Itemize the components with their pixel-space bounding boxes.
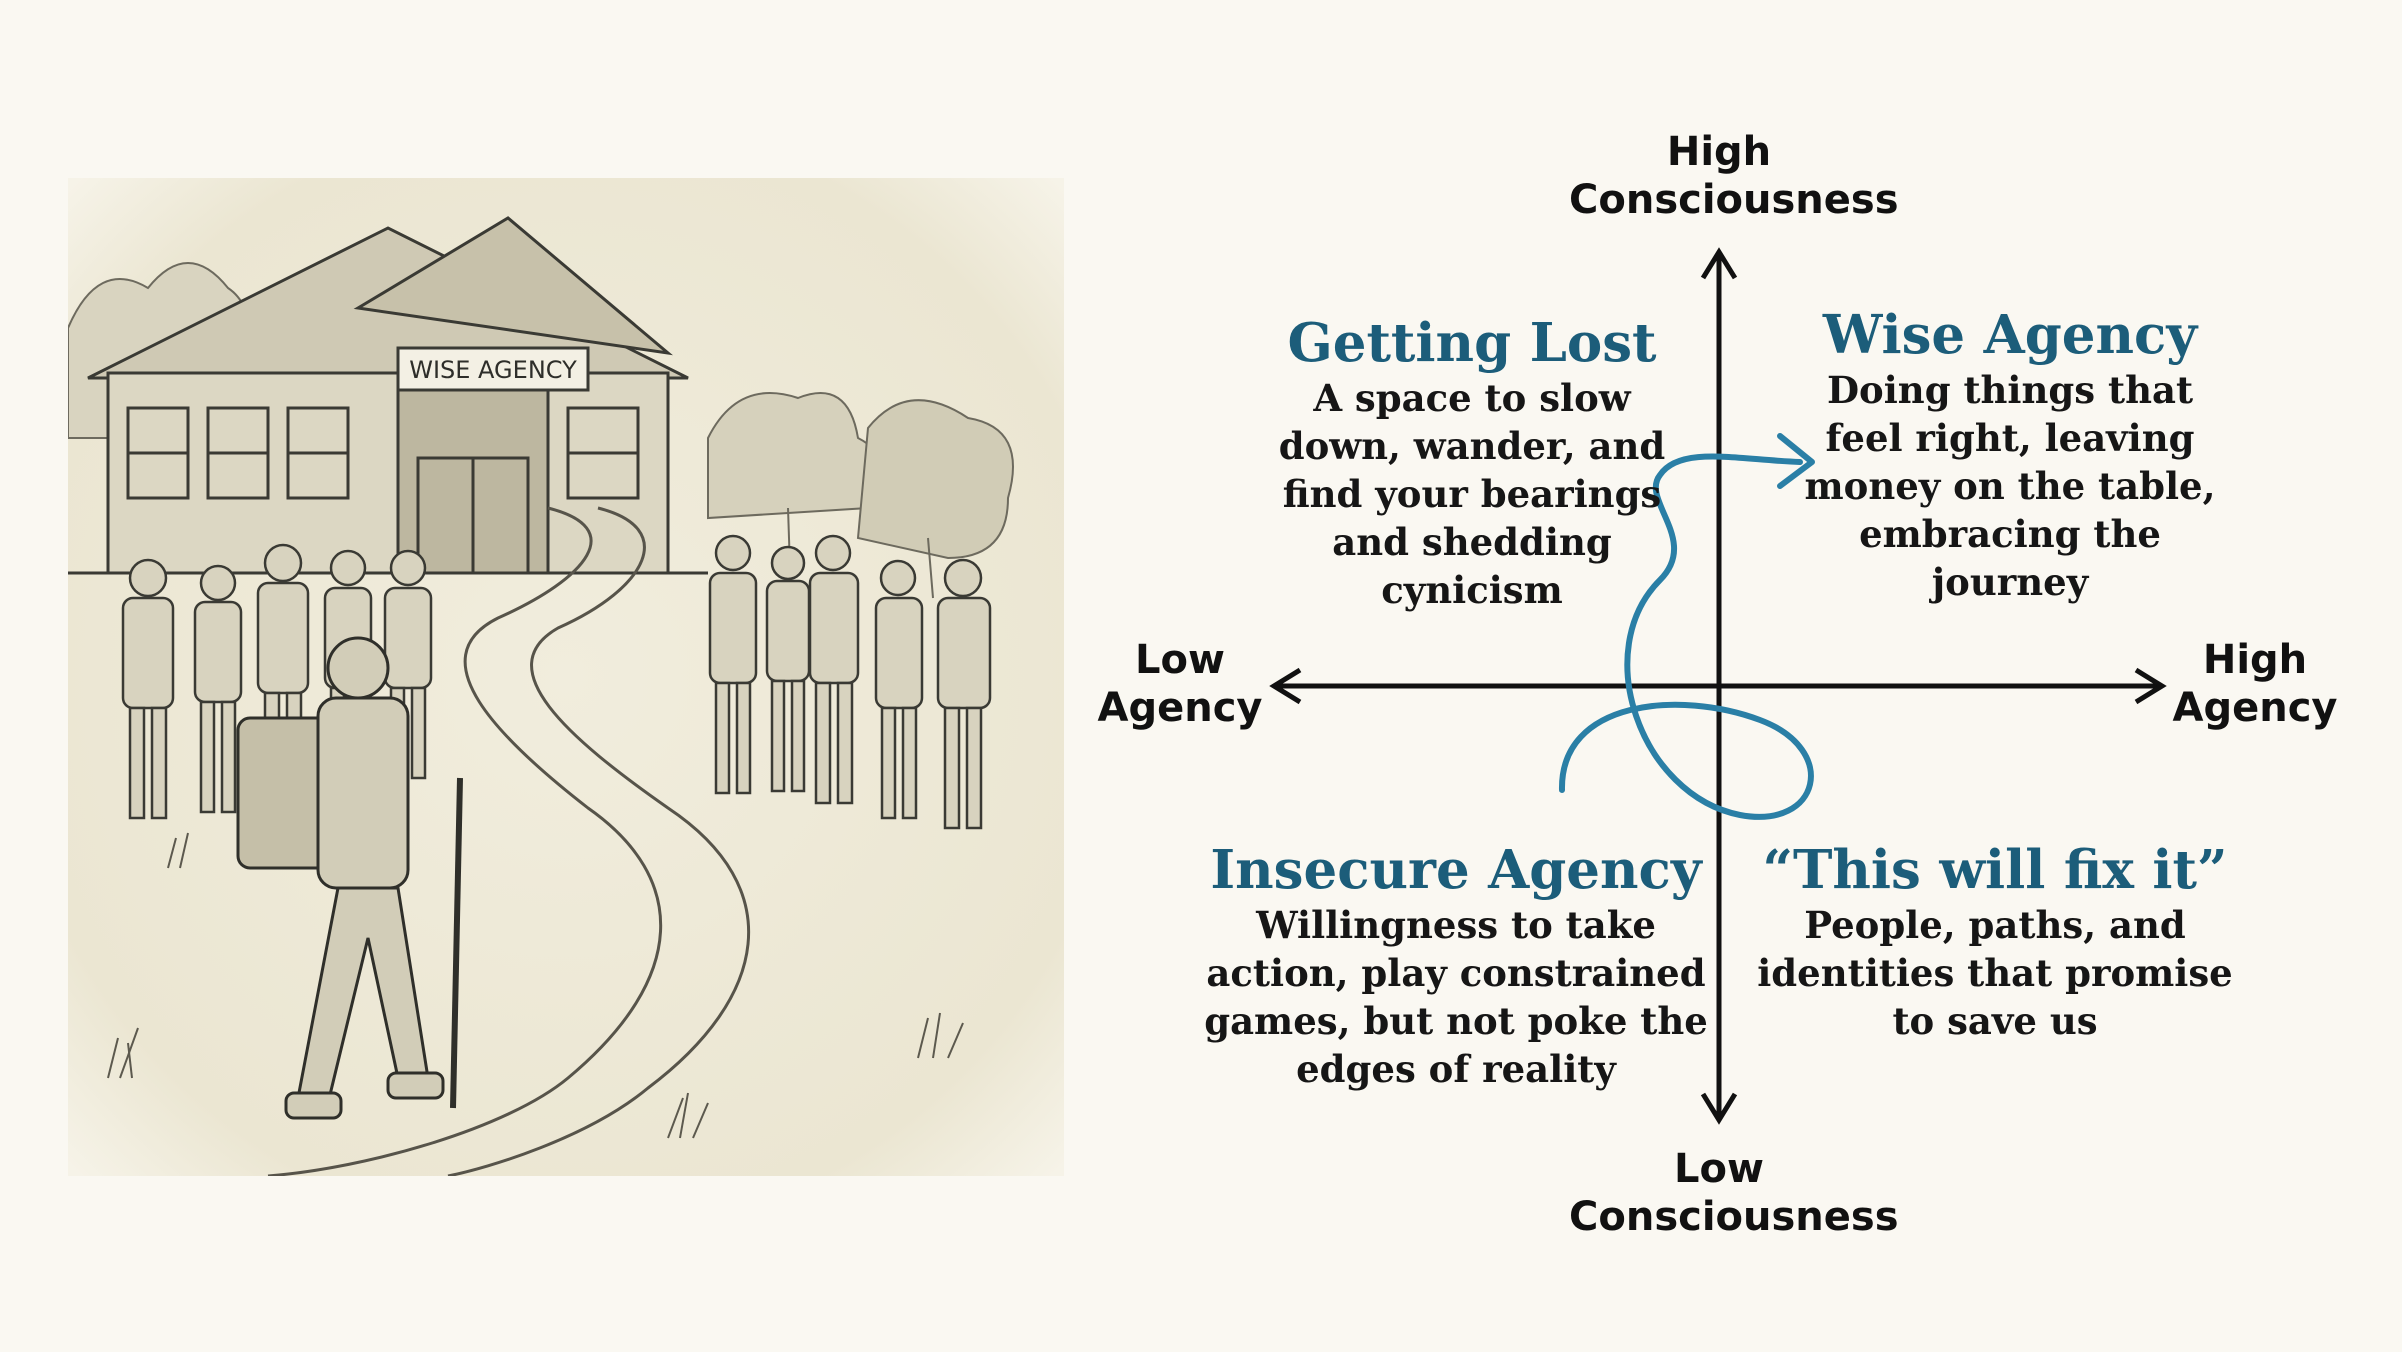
- quadrant-title-getting-lost: Getting Lost: [1232, 313, 1712, 373]
- this-will-fix-it-line-2: identities that promise: [1735, 949, 2255, 997]
- getting-lost-line-4: and shedding: [1232, 518, 1712, 566]
- quadrant-title-insecure-agency: Insecure Agency: [1196, 840, 1716, 900]
- wise-agency-line-1: Doing things that: [1770, 366, 2250, 414]
- axis-label-right-line1: High: [2165, 636, 2345, 684]
- quadrant-desc-this-will-fix-it: People, paths, and identities that promi…: [1735, 901, 2255, 1045]
- quadrant-desc-wise-agency: Doing things that feel right, leaving mo…: [1770, 366, 2250, 606]
- insecure-agency-line-1: Willingness to take: [1196, 901, 1716, 949]
- insecure-agency-line-3: games, but not poke the: [1196, 997, 1716, 1045]
- wise-agency-line-3: money on the table,: [1770, 462, 2250, 510]
- axis-label-right-line2: Agency: [2165, 684, 2345, 732]
- this-will-fix-it-line-1: People, paths, and: [1735, 901, 2255, 949]
- quadrant-desc-getting-lost: A space to slow down, wander, and find y…: [1232, 374, 1712, 614]
- axis-label-left-line1: Low: [1090, 636, 1270, 684]
- insecure-agency-line-2: action, play constrained: [1196, 949, 1716, 997]
- insecure-agency-line-4: edges of reality: [1196, 1045, 1716, 1093]
- quadrant-title-this-will-fix-it: “This will fix it”: [1735, 840, 2255, 900]
- axis-label-bottom: Low Consciousness: [1569, 1145, 1869, 1241]
- axis-label-top-line1: High: [1569, 128, 1869, 176]
- getting-lost-line-3: find your bearings: [1232, 470, 1712, 518]
- getting-lost-line-2: down, wander, and: [1232, 422, 1712, 470]
- getting-lost-line-5: cynicism: [1232, 566, 1712, 614]
- axis-label-bottom-line1: Low: [1569, 1145, 1869, 1193]
- this-will-fix-it-line-3: to save us: [1735, 997, 2255, 1045]
- wise-agency-line-4: embracing the: [1770, 510, 2250, 558]
- quadrant-desc-insecure-agency: Willingness to take action, play constra…: [1196, 901, 1716, 1093]
- quadrant-title-wise-agency: Wise Agency: [1770, 305, 2250, 365]
- wise-agency-line-5: journey: [1770, 558, 2250, 606]
- wise-agency-line-2: feel right, leaving: [1770, 414, 2250, 462]
- getting-lost-line-1: A space to slow: [1232, 374, 1712, 422]
- axis-label-left-line2: Agency: [1090, 684, 1270, 732]
- axis-label-bottom-line2: Consciousness: [1569, 1193, 1869, 1241]
- axis-label-top-line2: Consciousness: [1569, 176, 1869, 224]
- axis-label-right: High Agency: [2165, 636, 2345, 732]
- axis-label-left: Low Agency: [1090, 636, 1270, 732]
- axis-label-top: High Consciousness: [1569, 128, 1869, 224]
